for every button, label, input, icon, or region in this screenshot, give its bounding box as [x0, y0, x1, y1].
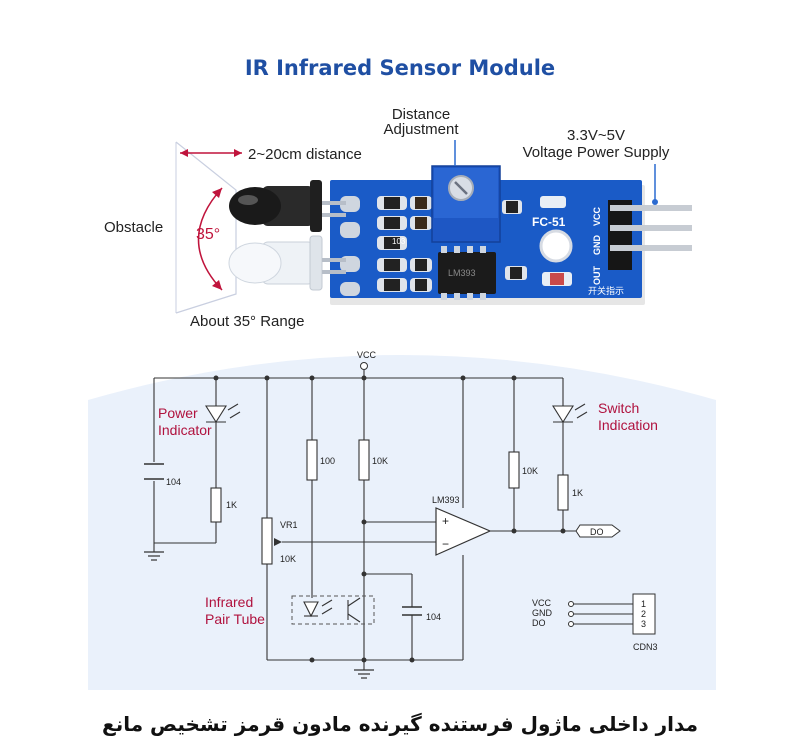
r-right-value: 10K [522, 466, 538, 476]
angle-arc-head-top [212, 188, 222, 198]
pin-number-1: 1 [641, 599, 646, 609]
ground-symbols [144, 551, 374, 679]
pin-label-out: OUT [592, 266, 602, 286]
mounting-hole [539, 229, 573, 263]
smd-components [377, 196, 572, 292]
footer-caption: مدار داخلی ماژول فرستنده گیرنده مادون قر… [102, 712, 698, 736]
capacitors [144, 463, 422, 616]
comparator-minus: − [442, 537, 449, 551]
do-tag-text: DO [590, 527, 604, 537]
r-switch-value: 1K [572, 488, 583, 498]
supply-label-line2: Voltage Power Supply [523, 144, 670, 161]
do-output-tag [575, 524, 621, 538]
pin-do-label: DO [532, 618, 546, 628]
junction-dots [213, 375, 566, 663]
board-cn-label: 开关指示 [588, 285, 624, 297]
resistors [210, 439, 569, 565]
switch-indication-line2: Indication [598, 417, 658, 433]
vcc-top-label: VCC [357, 350, 377, 360]
adjust-label-line2: Adjustment [383, 121, 459, 138]
r-mid-value: 10K [372, 456, 388, 466]
circuit-schematic: DO VCC 104 1K 100 10K VR1 10K LM393 10K … [88, 350, 716, 690]
solder-pads [340, 196, 360, 296]
r-left-value: 1K [226, 500, 237, 510]
supply-label-line1: 3.3V~5V [567, 127, 625, 144]
connector-terminals [568, 601, 574, 627]
page-title: IR Infrared Sensor Module [244, 56, 556, 80]
range-label: About 35° Range [190, 313, 304, 330]
led-symbols [205, 403, 588, 424]
ic-pins [441, 246, 486, 300]
ic-marking: LM393 [448, 268, 476, 278]
pin-number-2: 2 [641, 609, 646, 619]
adjust-label-line1: Distance [392, 106, 450, 123]
cap-bottom-value: 104 [426, 612, 441, 622]
power-indicator-line2: Indicator [158, 422, 212, 438]
header-pins [610, 205, 692, 251]
angle-arc-head-bottom [212, 280, 222, 290]
power-indicator-line1: Power [158, 405, 198, 421]
comparator-plus: + [442, 514, 449, 528]
pin-number-3: 3 [641, 619, 646, 629]
distance-arrow-head-right [234, 149, 242, 157]
switch-indication-line1: Switch [598, 400, 639, 416]
angle-arc [197, 187, 223, 291]
vr1-wiper [274, 538, 282, 546]
cdn3-connector [632, 593, 656, 635]
pin-gnd-label: GND [532, 608, 553, 618]
supply-leader-dot [652, 199, 658, 205]
knob-slot [454, 181, 468, 195]
pin-label-vcc: VCC [592, 206, 602, 226]
detection-cone [175, 141, 237, 314]
distance-arrow-head-left [180, 149, 188, 157]
pin-header [608, 200, 632, 270]
ir-pair-symbols [303, 597, 361, 623]
ir-receiver [228, 235, 346, 291]
ic-chip [438, 252, 496, 294]
vr1-value: 10K [280, 554, 296, 564]
ir-emitter [229, 180, 346, 232]
infrared-line2: Pair Tube [205, 611, 265, 627]
module-illustration: 103 LM393 FC-51 OUT GND VCC 开关指示 [104, 106, 692, 330]
infrared-line1: Infrared [205, 594, 253, 610]
ir-pair-box [291, 595, 375, 625]
obstacle-label: Obstacle [104, 219, 163, 236]
connector-label: CDN3 [633, 642, 658, 652]
board-model: FC-51 [532, 215, 566, 229]
vr1-label: VR1 [280, 520, 298, 530]
angle-label: 35° [196, 226, 220, 243]
comparator-label: LM393 [432, 495, 460, 505]
resistor-code: 103 [392, 237, 406, 246]
pin-label-gnd: GND [592, 235, 602, 256]
distance-label: 2~20cm distance [248, 146, 362, 163]
pin-vcc-label: VCC [532, 598, 552, 608]
cap-left-value: 104 [166, 477, 181, 487]
r-100-value: 100 [320, 456, 335, 466]
vcc-terminal [360, 362, 368, 370]
comparator-symbol [435, 507, 492, 556]
